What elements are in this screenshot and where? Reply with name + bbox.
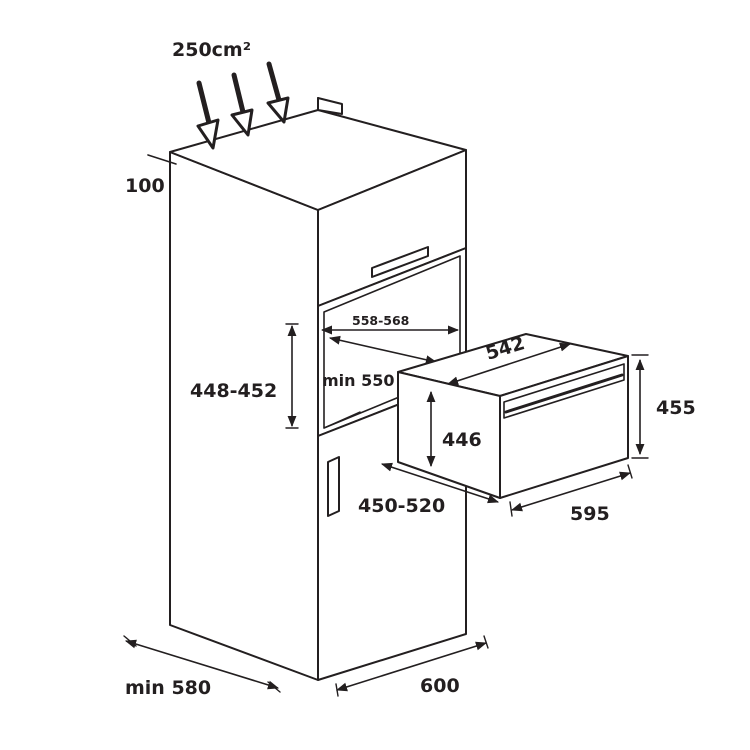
niche-width-label: 558-568 [352, 313, 409, 328]
vent-area-label: 250cm² [172, 39, 251, 61]
oven-height-label: 455 [656, 397, 696, 419]
cabinet-depth-label: min 580 [125, 677, 211, 699]
oven-width-label: 595 [570, 503, 610, 525]
oven-inner-height-label: 446 [442, 429, 482, 451]
dimension-labels: 250cm² 100 558-568 448-452 min 550 542 4… [125, 39, 696, 699]
arrow-down-icon [266, 61, 290, 124]
top-gap-label: 100 [125, 175, 165, 197]
cabinet-dimensions [123, 323, 489, 697]
cabinet-width-label: 600 [420, 675, 460, 697]
vent-board [317, 97, 343, 115]
cabinet-side-panel [169, 151, 319, 681]
lower-door-handle [327, 456, 340, 517]
arrow-down-icon [230, 72, 254, 137]
arrow-down-icon [196, 80, 220, 150]
airflow-arrows [196, 61, 290, 150]
upper-handle [371, 246, 429, 278]
oven-control-strip [503, 363, 625, 419]
niche-height-label: 448-452 [190, 380, 277, 402]
oven [380, 333, 649, 517]
oven-projection-label: 450-520 [358, 495, 445, 517]
oven-front [499, 355, 629, 499]
niche-depth-label: min 550 [322, 371, 395, 390]
